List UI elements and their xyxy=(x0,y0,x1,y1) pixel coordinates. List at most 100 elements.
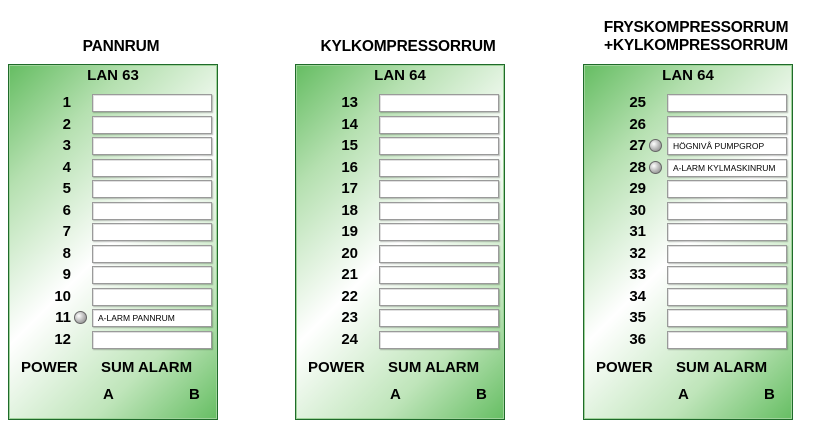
alarm-text-field[interactable] xyxy=(92,137,212,155)
row-number: 17 xyxy=(341,180,358,197)
alarm-row: 6 xyxy=(9,201,217,221)
alarm-text-field[interactable] xyxy=(379,244,499,263)
alarm-row: 31 xyxy=(584,222,792,242)
alarm-text-field[interactable] xyxy=(667,180,787,198)
alarm-text-field[interactable] xyxy=(92,94,212,112)
alarm-text-field[interactable] xyxy=(379,266,499,284)
alarm-text-field[interactable] xyxy=(667,330,787,349)
row-number: 1 xyxy=(62,94,71,111)
alarm-row: 1 xyxy=(9,93,217,113)
row-number: 2 xyxy=(62,115,71,133)
row-number: 34 xyxy=(629,287,646,305)
row-number: 26 xyxy=(629,115,646,133)
alarm-text-field[interactable] xyxy=(379,137,499,155)
room-title-line: KYLKOMPRESSORRUM xyxy=(320,38,496,55)
alarm-row: 30 xyxy=(584,201,792,221)
alarm-text-field[interactable]: A-LARM PANNRUM xyxy=(92,309,212,327)
sum-alarm-a-label: A xyxy=(103,386,114,403)
alarm-text-field[interactable] xyxy=(92,201,212,220)
alarm-row: 26 xyxy=(584,115,792,135)
alarm-panel-pannrum: LAN 63 1 2 3 4 5 6 7 8 9 10 11 A-LARM PAN… xyxy=(8,64,218,420)
row-number: 20 xyxy=(341,244,358,262)
sum-alarm-b-label: B xyxy=(764,386,775,403)
alarm-row: 33 xyxy=(584,265,792,285)
alarm-text-field[interactable] xyxy=(379,180,499,198)
alarm-text-field[interactable] xyxy=(667,94,787,112)
alarm-row: 17 xyxy=(296,179,504,199)
row-number: 32 xyxy=(629,244,646,262)
room-title-line: +KYLKOMPRESSORRUM xyxy=(604,37,788,54)
alarm-text-field[interactable] xyxy=(667,287,787,306)
power-label: POWER xyxy=(596,359,653,376)
row-number: 11 xyxy=(55,309,71,326)
row-number: 8 xyxy=(62,244,71,262)
alarm-row: 9 xyxy=(9,265,217,285)
row-number: 28 xyxy=(629,158,646,176)
alarm-panel-kylkompressorrum: LAN 64 13 14 15 16 17 18 19 20 21 22 23 … xyxy=(295,64,505,420)
room-title-pannrum: PANNRUM xyxy=(8,38,234,56)
row-number: 31 xyxy=(629,223,646,240)
row-number: 24 xyxy=(341,330,358,348)
alarm-row: 15 xyxy=(296,136,504,156)
alarm-text-field[interactable] xyxy=(667,201,787,220)
alarm-row: 19 xyxy=(296,222,504,242)
sum-alarm-label: SUM ALARM xyxy=(388,359,480,376)
row-number: 19 xyxy=(341,223,358,240)
row-number: 7 xyxy=(62,223,71,240)
lan-label: LAN 63 xyxy=(87,67,139,84)
alarm-text-field[interactable] xyxy=(92,266,212,284)
alarm-text-field[interactable] xyxy=(667,115,787,134)
sum-alarm-label: SUM ALARM xyxy=(676,359,768,376)
alarm-row: 12 xyxy=(9,330,217,350)
row-number: 5 xyxy=(62,180,71,197)
row-number: 35 xyxy=(629,309,646,326)
alarm-text-field[interactable]: A-LARM KYLMASKINRUM xyxy=(667,158,787,177)
alarm-text-field[interactable] xyxy=(92,287,212,306)
alarm-row: 16 xyxy=(296,158,504,178)
alarm-text-field[interactable] xyxy=(379,201,499,220)
alarm-text-field[interactable] xyxy=(92,223,212,241)
alarm-text-field[interactable] xyxy=(667,244,787,263)
row-number: 4 xyxy=(62,158,71,176)
row-number: 22 xyxy=(341,287,358,305)
row-number: 21 xyxy=(341,266,358,283)
alarm-text-field[interactable] xyxy=(92,115,212,134)
alarm-row: 7 xyxy=(9,222,217,242)
alarm-text-field[interactable] xyxy=(92,158,212,177)
row-number: 3 xyxy=(62,137,71,154)
alarm-text-field[interactable] xyxy=(379,158,499,177)
row-number: 13 xyxy=(341,94,358,111)
alarm-row: 24 xyxy=(296,330,504,350)
alarm-text-field[interactable] xyxy=(379,115,499,134)
alarm-text-field[interactable] xyxy=(379,94,499,112)
power-label: POWER xyxy=(308,359,365,376)
alarm-text-field[interactable] xyxy=(379,287,499,306)
alarm-row: 23 xyxy=(296,308,504,328)
alarm-text-field[interactable] xyxy=(379,309,499,327)
alarm-text-field[interactable]: HÖGNIVÅ PUMPGROP xyxy=(667,137,787,155)
room-title-kylkompressorrum: KYLKOMPRESSORRUM xyxy=(295,38,521,56)
lan-label: LAN 64 xyxy=(374,67,426,84)
alarm-row: 25 xyxy=(584,93,792,113)
alarm-row: 18 xyxy=(296,201,504,221)
sum-alarm-a-label: A xyxy=(390,386,401,403)
alarm-text-field[interactable] xyxy=(379,330,499,349)
alarm-row: 8 xyxy=(9,244,217,264)
row-number: 25 xyxy=(629,94,646,111)
row-number: 29 xyxy=(629,180,646,197)
alarm-text-field[interactable] xyxy=(667,223,787,241)
alarm-text-field[interactable] xyxy=(667,266,787,284)
alarm-lamp-icon xyxy=(649,139,662,152)
room-title-line: PANNRUM xyxy=(82,38,160,55)
alarm-row: 20 xyxy=(296,244,504,264)
alarm-text-field[interactable] xyxy=(667,309,787,327)
alarm-row: 28 A-LARM KYLMASKINRUM xyxy=(584,158,792,178)
alarm-row: 5 xyxy=(9,179,217,199)
alarm-text-field[interactable] xyxy=(379,223,499,241)
alarm-text-field[interactable] xyxy=(92,244,212,263)
alarm-row: 36 xyxy=(584,330,792,350)
alarm-text-field[interactable] xyxy=(92,330,212,349)
alarm-text-field[interactable] xyxy=(92,180,212,198)
alarm-row: 10 xyxy=(9,287,217,307)
